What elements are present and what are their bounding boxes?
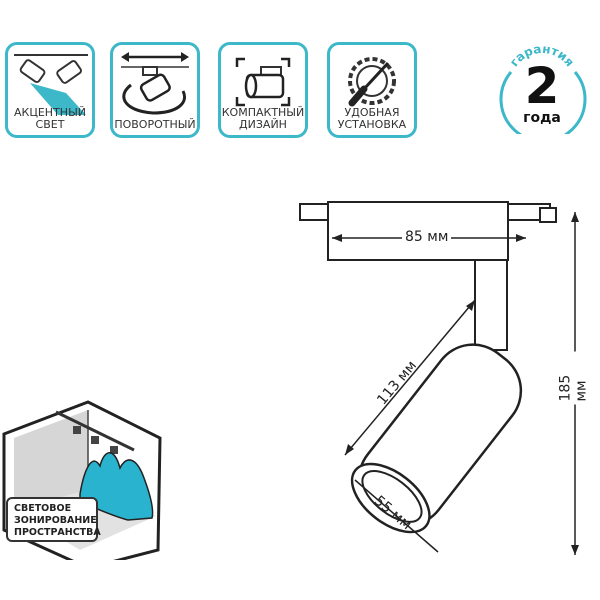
rotate-icon xyxy=(121,52,189,115)
feature-accent-light: АКЦЕНТНЫЙ СВЕТ xyxy=(5,42,95,138)
accent-light-icon xyxy=(14,54,88,115)
warranty-circle-icon: гарантия xyxy=(499,44,587,134)
feature-label: ПОВОРОТНЫЙ xyxy=(114,118,196,131)
feature-rotate: ПОВОРОТНЫЙ xyxy=(110,42,200,138)
compact-icon xyxy=(235,57,291,107)
warranty-unit: года xyxy=(523,110,561,126)
feature-label: УДОБНАЯ УСТАНОВКА xyxy=(337,106,407,131)
tools-icon xyxy=(348,57,396,107)
feature-label: КОМПАКТНЫЙ ДИЗАЙН xyxy=(221,106,305,131)
feature-label: АКЦЕНТНЫЙ СВЕТ xyxy=(13,106,87,131)
dim-width: 85 мм xyxy=(402,229,452,245)
dimension-drawing xyxy=(299,201,579,555)
feature-compact: КОМПАКТНЫЙ ДИЗАЙН xyxy=(218,42,308,138)
zoning-label: СВЕТОВОЕ ЗОНИРОВАНИЕ ПРОСТРАНСТВА xyxy=(6,497,101,542)
warranty-number: 2 xyxy=(524,57,560,115)
feature-easy-install: УДОБНАЯ УСТАНОВКА xyxy=(327,42,417,138)
warranty-badge: гарантия 2 года xyxy=(497,44,587,134)
dim-height: 185 мм xyxy=(557,351,590,405)
